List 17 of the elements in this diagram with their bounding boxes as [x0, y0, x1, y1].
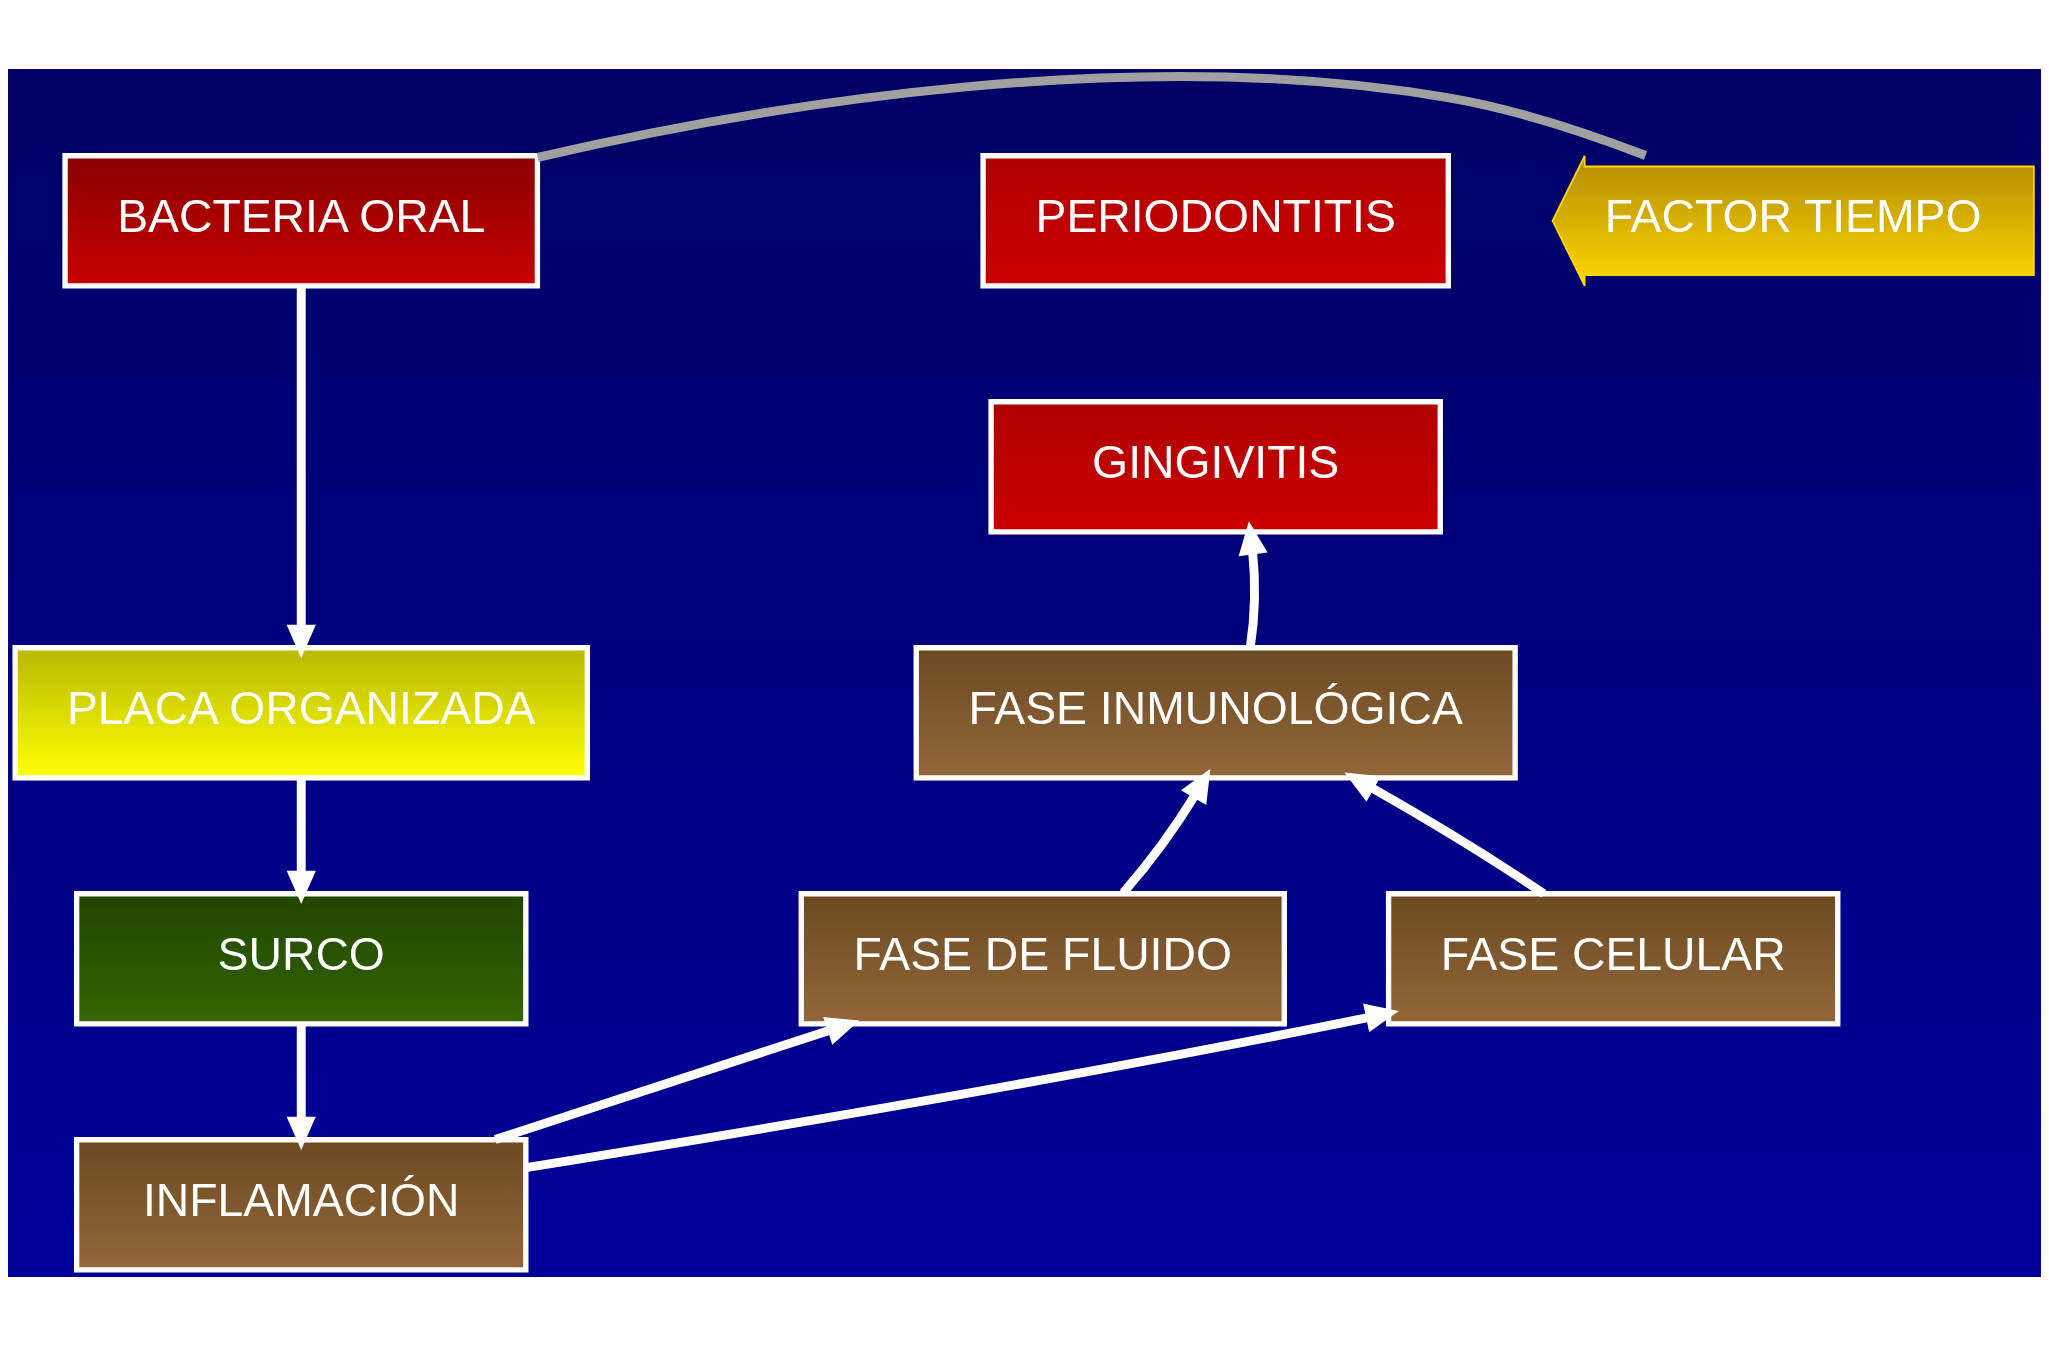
arrow [286, 285, 316, 658]
node-box: FASE CELULAR [1385, 890, 1841, 1027]
arrow [286, 777, 316, 904]
arrow [286, 1023, 316, 1150]
arrow [1238, 520, 1268, 648]
arrow [525, 1003, 1399, 1172]
node-box: FASE INMUNOLÓGICA [913, 644, 1518, 781]
node-box: BACTERIA ORAL [62, 152, 541, 289]
connector [536, 71, 1648, 162]
node-box: GINGIVITIS [988, 398, 1443, 535]
arrow [1344, 772, 1547, 897]
node-box: PERIODONTITIS [980, 152, 1451, 289]
node-box: SURCO [73, 890, 529, 1027]
arrow [493, 1016, 860, 1144]
node-box: FASE DE FLUIDO [798, 890, 1287, 1027]
node-box: PLACA ORGANIZADA [12, 644, 590, 781]
node-box: INFLAMACIÓN [73, 1136, 529, 1273]
